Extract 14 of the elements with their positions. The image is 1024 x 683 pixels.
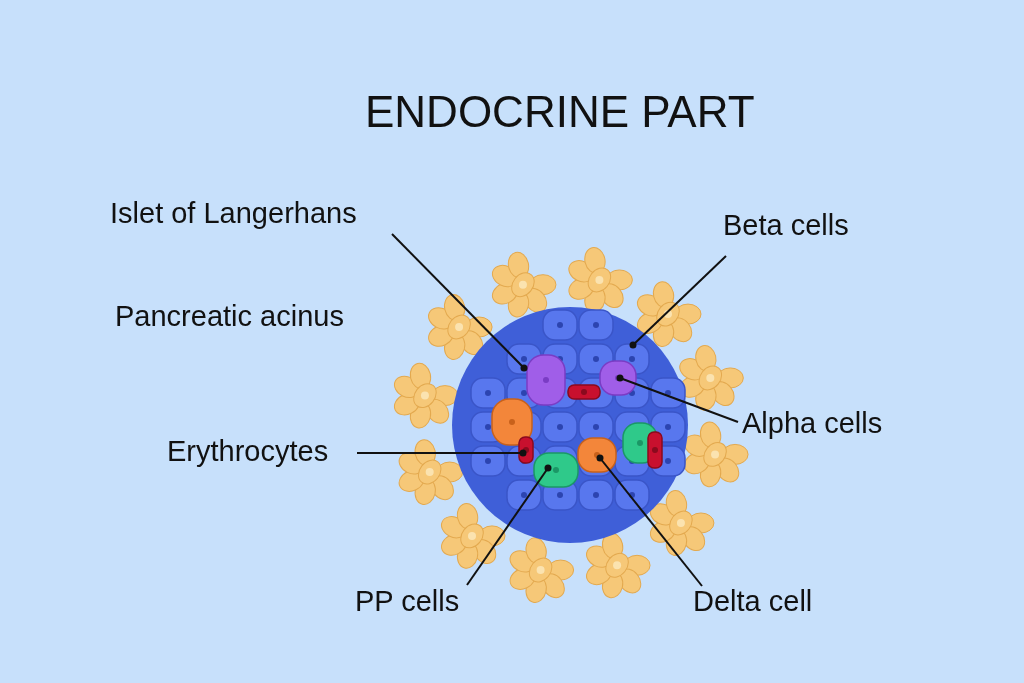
leader-line	[391, 233, 528, 372]
part-label: Islet of Langerhans	[110, 198, 357, 230]
part-label: Pancreatic acinus	[115, 301, 344, 333]
leader-line	[616, 374, 739, 423]
part-label: Beta cells	[723, 210, 849, 242]
leader-line	[596, 454, 703, 587]
leader-line	[629, 255, 727, 349]
diagram-title: ENDOCRINE PART	[365, 88, 755, 137]
part-label: Delta cell	[693, 586, 813, 618]
part-label: PP cells	[355, 586, 460, 618]
leader-line	[466, 464, 552, 586]
leader-line	[356, 449, 527, 457]
part-label: Alpha cells	[742, 408, 883, 440]
part-label: Erythrocytes	[167, 436, 329, 468]
